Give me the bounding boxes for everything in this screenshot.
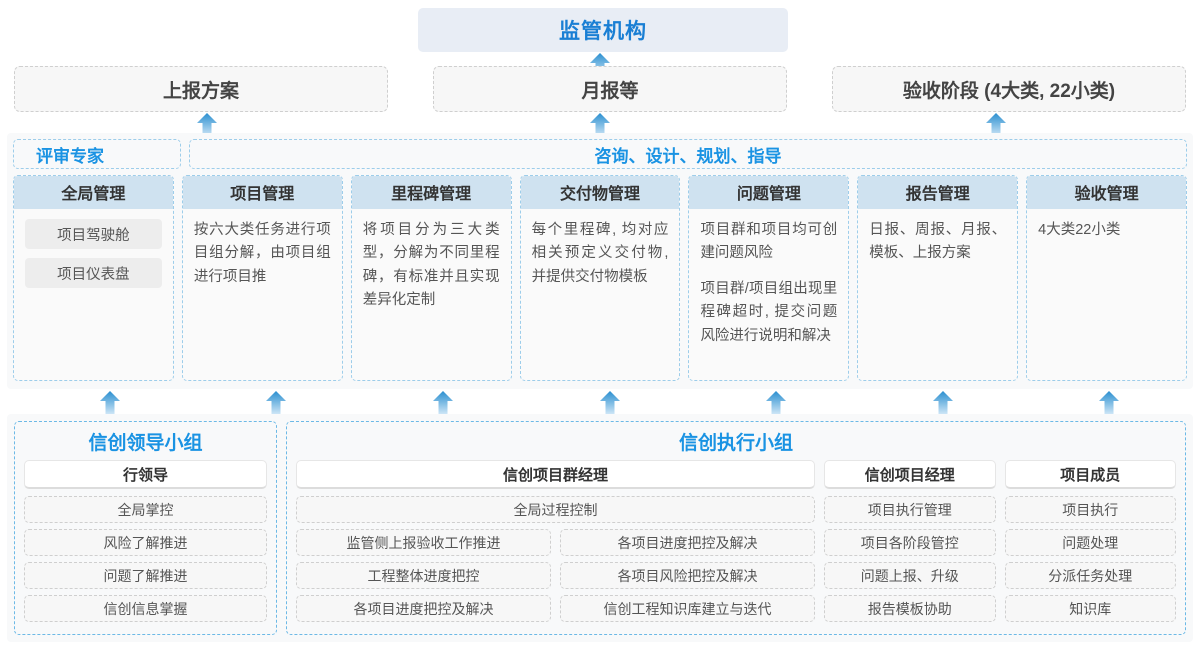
report-label: 上报方案 — [162, 80, 239, 102]
duty-item[interactable]: 问题上报、升级 — [824, 562, 996, 589]
column-body: 按六大类任务进行项目组分解，由项目组进行项目推 — [183, 209, 342, 380]
column-title: 报告管理 — [858, 176, 1018, 209]
report-row: 上报方案 月报等 验收阶段 (4大类, 22小类) — [0, 66, 1200, 112]
execution-roles: 信创项目群经理 全局过程控制 监管侧上报验收工作推进 工程整体进度把控 各项目进… — [296, 460, 1176, 622]
column-text: 将项目分为三大类型，分解为不同里程碑，有标准并且实现差异化定制 — [362, 222, 500, 309]
header-label: 咨询、设计、规划、指导 — [594, 146, 782, 166]
capability-column-issue[interactable]: 问题管理 项目群和项目均可创建问题风险 项目群/项目组出现里程碑超时, 提交问题… — [688, 175, 850, 381]
role-project-member[interactable]: 项目成员 项目执行 问题处理 分派任务处理 知识库 — [1004, 460, 1176, 622]
column-text: 按六大类任务进行项目组分解，由项目组进行项目推 — [193, 222, 331, 285]
duty-item[interactable]: 监管侧上报验收工作推进 — [296, 529, 551, 556]
capability-column-project[interactable]: 项目管理 按六大类任务进行项目组分解，由项目组进行项目推 — [181, 175, 343, 381]
duty-item[interactable]: 问题处理 — [1004, 529, 1176, 556]
column-title: 项目管理 — [182, 176, 342, 209]
column-body: 4大类22小类 — [1027, 209, 1186, 380]
duty-item[interactable]: 各项目进度把控及解决 — [296, 595, 551, 622]
duty-item[interactable]: 信创信息掌握 — [24, 595, 267, 622]
column-title: 问题管理 — [689, 176, 849, 209]
leading-group-title: 信创领导小组 — [88, 433, 203, 454]
duty-item[interactable]: 项目各阶段管控 — [824, 529, 996, 556]
program-manager-left-column: 监管侧上报验收工作推进 工程整体进度把控 各项目进度把控及解决 — [296, 529, 551, 622]
up-arrow-icon — [985, 112, 1007, 138]
duty-item[interactable]: 项目执行 — [1004, 496, 1176, 523]
up-arrow-icon — [196, 112, 218, 138]
duty-item[interactable]: 风险了解推进 — [24, 529, 267, 556]
header-consulting: 咨询、设计、规划、指导 — [189, 139, 1187, 169]
teams-band: 信创领导小组 行领导 全局掌控 风险了解推进 问题了解推进 信创信息掌握 信创执… — [7, 414, 1193, 642]
report-box-acceptance[interactable]: 验收阶段 (4大类, 22小类) — [832, 66, 1186, 112]
capability-columns: 全局管理 项目驾驶舱 项目仪表盘 项目管理 按六大类任务进行项目组分解，由项目组… — [13, 175, 1188, 381]
tag-item[interactable]: 项目仪表盘 — [25, 258, 162, 288]
column-body: 日报、周报、月报、模板、上报方案 — [858, 209, 1017, 380]
duty-item[interactable]: 各项目进度把控及解决 — [560, 529, 815, 556]
header-review-experts: 评审专家 — [13, 139, 181, 169]
up-arrow-icon — [99, 390, 121, 416]
column-text: 日报、周报、月报、模板、上报方案 — [869, 222, 1007, 262]
header-label: 评审专家 — [36, 146, 104, 166]
column-text: 项目群和项目均可创建问题风险 — [700, 222, 838, 262]
role-title: 信创项目群经理 — [296, 460, 815, 489]
column-body: 将项目分为三大类型，分解为不同里程碑，有标准并且实现差异化定制 — [352, 209, 511, 380]
duty-item[interactable]: 分派任务处理 — [1004, 562, 1176, 589]
column-title: 全局管理 — [14, 176, 173, 209]
capability-column-report[interactable]: 报告管理 日报、周报、月报、模板、上报方案 — [857, 175, 1019, 381]
column-body: 项目群和项目均可创建问题风险 项目群/项目组出现里程碑超时, 提交问题风险进行说… — [689, 209, 848, 380]
execution-group[interactable]: 信创执行小组 信创项目群经理 全局过程控制 监管侧上报验收工作推进 工程整体进度… — [286, 421, 1186, 635]
arrow-to-acceptance — [985, 112, 1007, 138]
program-manager-subcolumns: 监管侧上报验收工作推进 工程整体进度把控 各项目进度把控及解决 各项目进度把控及… — [296, 529, 815, 622]
column-text: 4大类22小类 — [1038, 222, 1121, 238]
duty-item[interactable]: 各项目风险把控及解决 — [560, 562, 815, 589]
column-title: 交付物管理 — [520, 176, 680, 209]
report-label: 验收阶段 (4大类, 22小类) — [902, 80, 1116, 102]
capability-band: 评审专家 咨询、设计、规划、指导 全局管理 项目驾驶舱 项目仪表盘 项目管理 按… — [7, 133, 1193, 389]
duty-item[interactable]: 项目执行管理 — [824, 496, 996, 523]
duty-item[interactable]: 报告模板协助 — [824, 595, 996, 622]
column-title: 验收管理 — [1027, 176, 1187, 209]
arrow-to-regulator — [589, 52, 611, 78]
duty-item[interactable]: 知识库 — [1004, 595, 1176, 622]
column-title: 里程碑管理 — [351, 176, 511, 209]
arrow-to-plan — [196, 112, 218, 138]
up-arrow-icon — [589, 112, 611, 138]
arrow-to-monthly — [589, 112, 611, 138]
report-box-plan[interactable]: 上报方案 — [14, 66, 388, 112]
up-arrow-icon — [599, 390, 621, 416]
role-bank-leader[interactable]: 行领导 全局掌控 风险了解推进 问题了解推进 信创信息掌握 — [24, 460, 267, 622]
duty-item[interactable]: 信创工程知识库建立与迭代 — [560, 595, 815, 622]
role-project-manager[interactable]: 信创项目经理 项目执行管理 项目各阶段管控 问题上报、升级 报告模板协助 — [824, 460, 996, 622]
duty-item[interactable]: 工程整体进度把控 — [296, 562, 551, 589]
up-arrow-icon — [932, 390, 954, 416]
duty-item[interactable]: 全局掌控 — [24, 496, 267, 523]
column-text: 每个里程碑, 均对应相关预定义交付物, 并提供交付物模板 — [531, 222, 669, 285]
regulator-box: 监管机构 — [418, 8, 788, 52]
column-body: 每个里程碑, 均对应相关预定义交付物, 并提供交付物模板 — [521, 209, 680, 380]
tag-item[interactable]: 项目驾驶舱 — [25, 219, 162, 249]
capability-band-headers: 评审专家 咨询、设计、规划、指导 — [13, 139, 1187, 169]
role-program-manager[interactable]: 信创项目群经理 全局过程控制 监管侧上报验收工作推进 工程整体进度把控 各项目进… — [296, 460, 815, 622]
capability-column-deliverable[interactable]: 交付物管理 每个里程碑, 均对应相关预定义交付物, 并提供交付物模板 — [519, 175, 681, 381]
role-title: 行领导 — [24, 460, 267, 489]
capability-column-acceptance[interactable]: 验收管理 4大类22小类 — [1026, 175, 1188, 381]
column-arrow-row — [7, 390, 1193, 418]
up-arrow-icon — [432, 390, 454, 416]
regulator-label: 监管机构 — [559, 20, 647, 43]
capability-column-milestone[interactable]: 里程碑管理 将项目分为三大类型，分解为不同里程碑，有标准并且实现差异化定制 — [350, 175, 512, 381]
up-arrow-icon — [265, 390, 287, 416]
up-arrow-icon — [765, 390, 787, 416]
report-label: 月报等 — [581, 80, 639, 102]
leading-group[interactable]: 信创领导小组 行领导 全局掌控 风险了解推进 问题了解推进 信创信息掌握 — [14, 421, 277, 635]
column-body: 项目驾驶舱 项目仪表盘 — [14, 209, 173, 380]
duty-item[interactable]: 全局过程控制 — [296, 496, 815, 523]
up-arrow-icon — [589, 52, 611, 78]
duty-item[interactable]: 问题了解推进 — [24, 562, 267, 589]
up-arrow-icon — [1098, 390, 1120, 416]
execution-group-title: 信创执行小组 — [678, 433, 793, 454]
role-title: 项目成员 — [1004, 460, 1176, 489]
capability-column-global[interactable]: 全局管理 项目驾驶舱 项目仪表盘 — [13, 175, 174, 381]
report-box-monthly[interactable]: 月报等 — [433, 66, 787, 112]
column-text: 项目群/项目组出现里程碑超时, 提交问题风险进行说明和解决 — [700, 280, 838, 344]
program-manager-right-column: 各项目进度把控及解决 各项目风险把控及解决 信创工程知识库建立与迭代 — [560, 529, 815, 622]
role-title: 信创项目经理 — [824, 460, 996, 489]
